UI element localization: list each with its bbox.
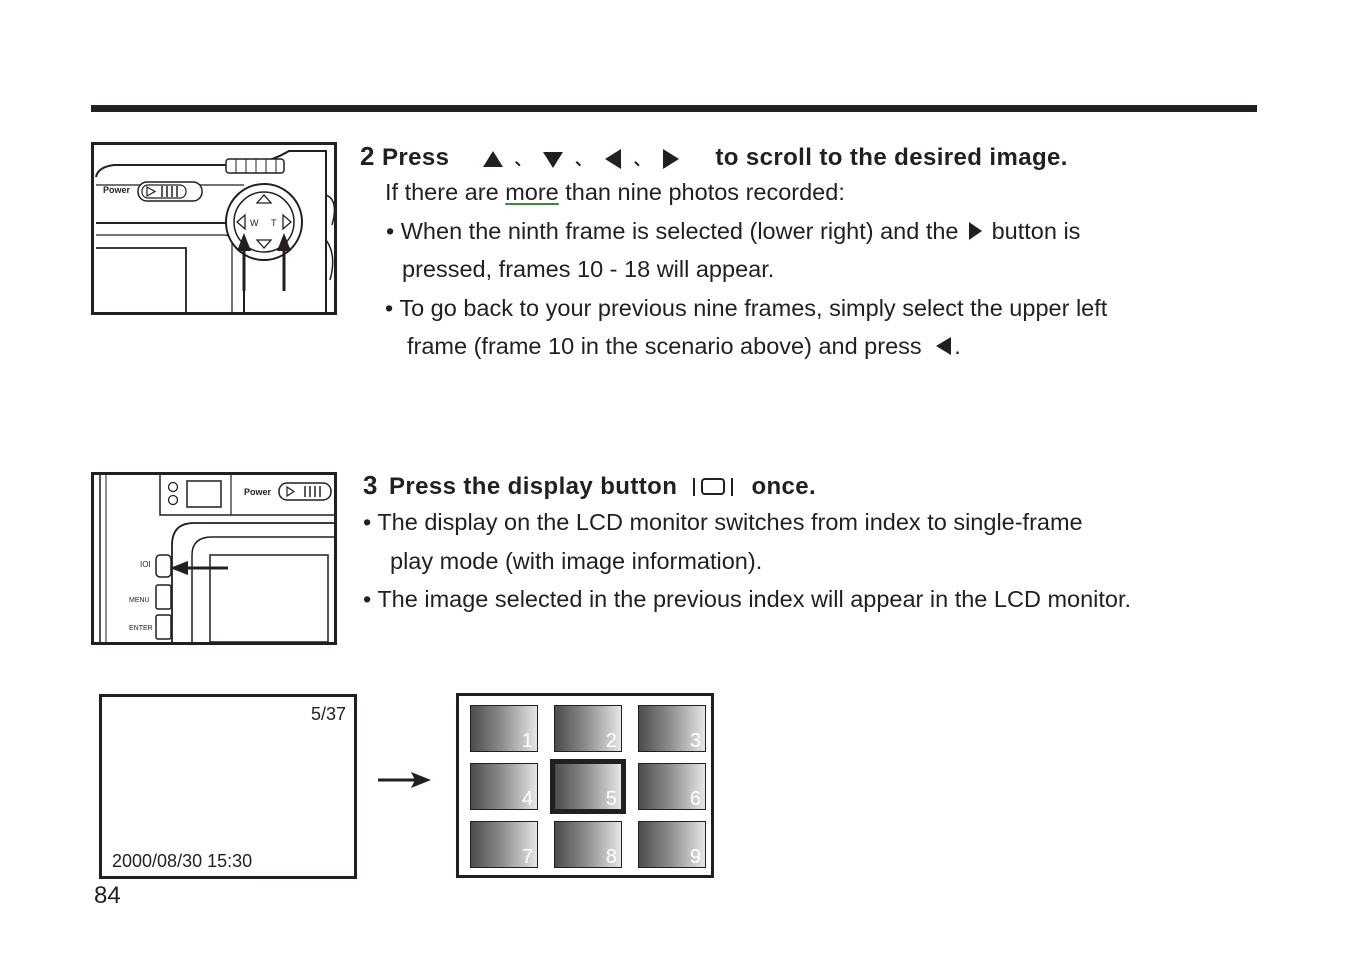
step2-bullet1-line1: • When the ninth frame is selected (lowe… <box>386 218 1080 245</box>
camera-display-illustration: Power IOI MENU ENTER <box>99 475 334 642</box>
step2-bullet2-end: . <box>954 333 961 359</box>
index-selection-frame <box>550 759 626 814</box>
index-thumb-7: 7 <box>470 821 538 868</box>
step3-heading-text-b: once. <box>751 473 817 500</box>
thumb-label-8: 8 <box>605 846 617 868</box>
triangle-down-icon <box>543 151 564 168</box>
step2-heading: 2 Press 、 、 、 to scroll to the desired i… <box>360 141 1068 172</box>
camera1-w-label: W <box>250 218 259 228</box>
camera2-menu-label: MENU <box>129 597 150 604</box>
step2-line1-pre: If there are <box>385 179 506 205</box>
thumb-label-2: 2 <box>605 730 617 752</box>
arrow-right-icon <box>378 772 431 788</box>
lcd-datetime: 2000/08/30 15:30 <box>112 851 253 871</box>
step2-number: 2 <box>360 141 375 171</box>
step2-press-label: Press <box>381 144 450 171</box>
thumb-label-1: 1 <box>521 730 533 752</box>
triangle-left-icon <box>604 148 621 169</box>
display-button-icon <box>693 477 734 496</box>
step2-heading-tail: to scroll to the desired image. <box>715 144 1068 171</box>
thumb-label-3: 3 <box>689 730 701 752</box>
triangle-right-icon <box>663 148 680 169</box>
step2-bullet1-line2: pressed, frames 10 - 18 will appear. <box>402 256 775 282</box>
step3-number: 3 <box>363 470 378 500</box>
camera2-display-label: IOI <box>140 560 151 569</box>
thumb-label-4: 4 <box>521 788 533 810</box>
page-number: 84 <box>94 882 121 909</box>
step3-bullet2: • The image selected in the previous ind… <box>363 586 1132 612</box>
index-thumb-8: 8 <box>554 821 622 868</box>
index-thumb-9: 9 <box>638 821 706 868</box>
camera-display-button-figure: Power IOI MENU ENTER <box>91 472 337 645</box>
camera2-power-label: Power <box>244 487 272 497</box>
index-thumb-1: 1 <box>470 705 538 752</box>
index-thumb-3: 3 <box>638 705 706 752</box>
index-thumb-4: 4 <box>470 763 538 810</box>
thumb-label-7: 7 <box>521 846 533 868</box>
step2-bullet2-text-b: frame (frame 10 in the scenario above) a… <box>407 333 922 359</box>
camera2-enter-label: ENTER <box>129 625 153 632</box>
index-thumb-6: 6 <box>638 763 706 810</box>
camera-dpad-figure: Power W T <box>91 142 337 315</box>
lcd-frame-counter: 5/37 <box>310 704 346 724</box>
step3-heading: 3 Press the display button once. <box>363 470 816 501</box>
camera1-power-label: Power <box>103 185 131 195</box>
step3-heading-text-a: Press the display button <box>388 473 678 500</box>
thumb-label-9: 9 <box>689 846 701 868</box>
lcd-index-grid: 1 2 3 4 5 6 7 8 9 <box>456 693 714 878</box>
thumb-label-6: 6 <box>689 788 701 810</box>
camera1-t-label: T <box>271 218 277 228</box>
step2-separator-1: 、 <box>514 152 531 169</box>
step2-line1-more: more <box>505 179 559 205</box>
lcd-single-frame: 5/37 2000/08/30 15:30 <box>99 694 357 879</box>
triangle-up-icon <box>482 150 503 167</box>
step3-bullet1-line2: play mode (with image information). <box>390 548 763 574</box>
step2-bullet1-text-a: • When the ninth frame is selected (lowe… <box>386 218 959 244</box>
step2-bullet1-text-b: button is <box>991 218 1081 244</box>
step2-separator-3: 、 <box>633 152 651 169</box>
index-thumb-2: 2 <box>554 705 622 752</box>
step2-line1: If there are more than nine photos recor… <box>385 179 845 206</box>
step3-bullet1-line1: • The display on the LCD monitor switche… <box>363 509 1083 535</box>
triangle-right-icon <box>969 221 983 240</box>
triangle-left-icon <box>936 336 952 355</box>
thumb-label-5: 5 <box>605 788 617 810</box>
top-rule <box>91 105 1257 112</box>
index-thumb-5: 5 <box>554 763 622 810</box>
step2-bullet2-line1: • To go back to your previous nine frame… <box>385 295 1108 321</box>
step2-line1-post: than nine photos recorded: <box>558 179 845 205</box>
camera-dpad-illustration: Power W T <box>95 150 334 312</box>
step2-separator-2: 、 <box>575 152 592 169</box>
step2-bullet2-line2: frame (frame 10 in the scenario above) a… <box>407 333 961 360</box>
